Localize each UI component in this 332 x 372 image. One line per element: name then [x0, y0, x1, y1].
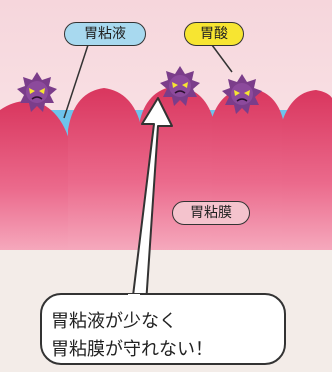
- mucus-label: 胃粘液: [64, 22, 146, 46]
- callout-text: 胃粘液が少なく 胃粘膜が守れない！: [51, 308, 271, 364]
- mucosal-fold: [0, 101, 72, 260]
- callout-line-2: 胃粘膜が守れない！: [51, 339, 213, 360]
- callout-line-1: 胃粘液が少なく: [51, 311, 177, 332]
- callout-bubble: [40, 293, 286, 365]
- acid-pointer: [211, 44, 233, 73]
- acid-label: 胃酸: [184, 22, 244, 46]
- mucosal-fold: [282, 90, 332, 260]
- mucosal-fold: [68, 88, 142, 260]
- arrow-icon: [131, 97, 173, 305]
- membrane-label: 胃粘膜: [172, 201, 250, 225]
- mucus-pointer: [63, 44, 89, 119]
